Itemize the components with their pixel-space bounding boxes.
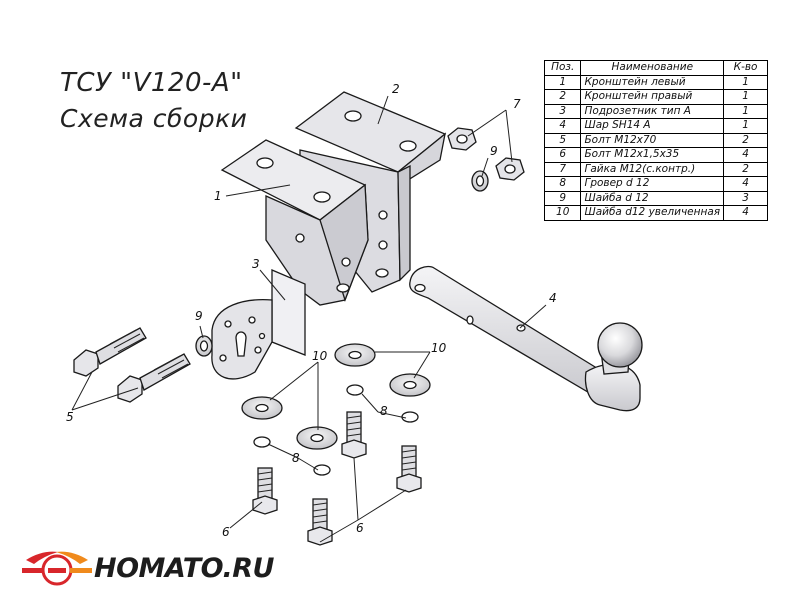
diagram-subtitle: Схема сборки [60,104,248,133]
callout-10-right: 10 [431,341,447,355]
parts-table: Поз. Наименование К-во 1 Кронштейн левый 1… [543,60,768,221]
callout-8-left: 8 [292,451,300,465]
callout-7: 7 [513,97,521,111]
bolt-m12x70-upper [73,327,147,377]
part-position: 7 [543,161,582,177]
part-quantity: 4 [723,176,768,192]
leader-lines [71,95,547,543]
part-name: Кронштейн левый [580,74,725,90]
spring-washer-3 [253,436,271,448]
bracket-left [220,139,369,306]
part-name: Шайба d 12 [580,190,725,206]
callout-3: 3 [252,257,260,271]
large-washer-4 [296,426,338,450]
lock-nut-upper [447,127,477,151]
part-name: Шайба d12 увеличенная [580,205,725,221]
part-name: Болт М12х1,5х35 [580,147,725,163]
part-position: 6 [543,147,582,163]
callout-9-left: 9 [195,309,203,323]
part-quantity: 4 [723,205,768,221]
callout-2: 2 [392,82,400,96]
callout-8-right: 8 [380,404,388,418]
callout-5: 5 [66,410,74,424]
spring-washer-1 [346,384,364,396]
large-washer-2 [389,373,431,397]
callout-10-left: 10 [312,349,328,363]
diagram-title: ТСУ "V120-A" [60,68,243,98]
parts-table-header-row: Поз. Наименование К-во [543,60,768,76]
bolt-m12x70-lower [117,353,191,403]
spring-washer-2 [401,411,419,423]
part-position: 9 [543,190,582,206]
part-position: 8 [543,176,582,192]
part-quantity: 1 [723,118,768,134]
part-position: 10 [543,205,582,221]
homato-logo-icon [22,551,92,586]
part-quantity: 3 [723,190,768,206]
tow-ball-bar [409,265,643,412]
callout-6-right: 6 [356,521,364,535]
part-quantity: 2 [723,132,768,148]
spring-washer-4 [313,464,331,476]
washer-upper [471,170,489,192]
large-washer-1 [334,343,376,367]
callout-4: 4 [549,291,557,305]
bolt-m12x1-5x35-d [307,498,333,546]
part-name: Гайка М12(с.контр.) [580,161,725,177]
part-position: 4 [543,118,582,134]
bolt-m12x1-5x35-a [341,411,367,459]
part-name: Болт М12х70 [580,132,725,148]
bolt-m12x1-5x35-b [396,445,422,493]
callout-1: 1 [214,189,222,203]
header-position: Поз. [543,60,582,76]
part-name: Шар SH14 A [580,118,725,134]
part-quantity: 4 [723,147,768,163]
lock-nut-lower [495,157,525,181]
washer-left [195,335,213,357]
homato-logo-text: HOMATO.RU [94,553,274,584]
socket-plate [211,269,306,380]
part-position: 5 [543,132,582,148]
large-washer-3 [241,396,283,420]
bolt-m12x1-5x35-c [252,467,278,515]
part-name: Кронштейн правый [580,89,725,105]
callout-6-left: 6 [222,525,230,539]
part-quantity: 2 [723,161,768,177]
callout-9-upper: 9 [490,144,498,158]
